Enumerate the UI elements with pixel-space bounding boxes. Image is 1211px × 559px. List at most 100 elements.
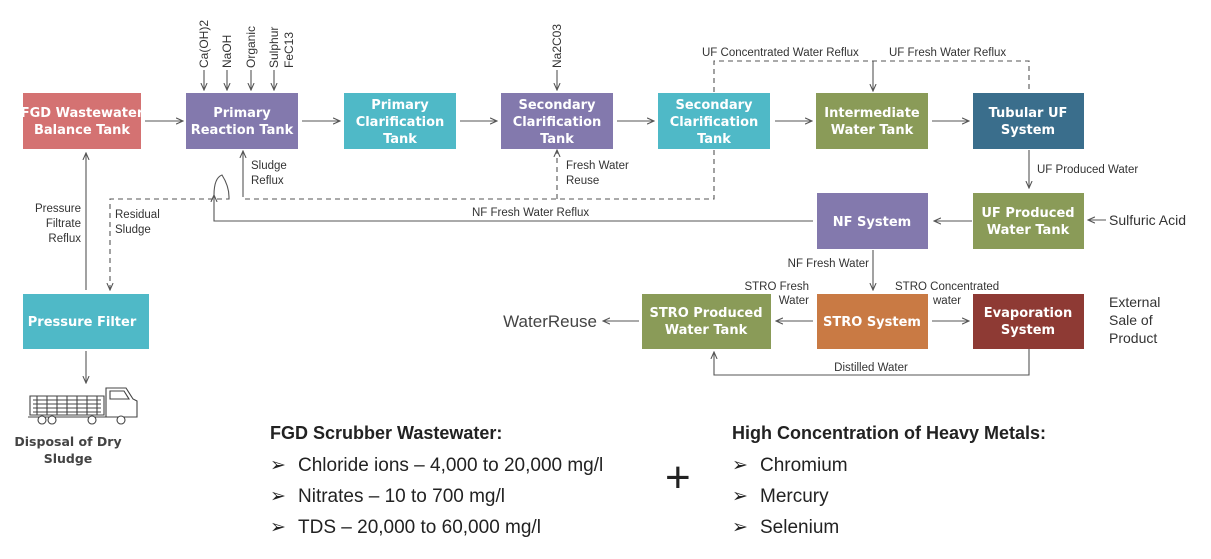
uf-concentrated-reflux-label: UF Concentrated Water Reflux: [702, 47, 859, 59]
arrow-bullet-icon: ➢: [732, 455, 748, 476]
sludge-reflux-line1: Sludge: [251, 160, 287, 172]
dashed-connectors: [110, 60, 1030, 290]
stro-fresh-water-line2: Water: [779, 295, 809, 307]
fgd-balance-tank: FGD Wastewater Balance Tank: [21, 93, 144, 149]
arrow-bullet-icon: ➢: [732, 517, 748, 538]
stro-produced-line1: STRO Produced: [649, 306, 762, 321]
disposal-line1: Disposal of Dry: [14, 434, 121, 449]
intermediate-water-tank-line2: Water Tank: [831, 123, 914, 138]
arrow-bullet-icon: ➢: [270, 517, 286, 538]
secondary-clarification-1-line2: Clarification: [513, 115, 602, 130]
distilled-water-label: Distilled Water: [834, 362, 908, 374]
list-item-text: Chloride ions – 4,000 to 20,000 mg/l: [298, 455, 604, 476]
primary-clarification-line2: Clarification: [356, 115, 445, 130]
arrow-bullet-icon: ➢: [270, 486, 286, 507]
list-item: ➢ Nitrates – 10 to 700 mg/l: [270, 481, 603, 512]
intermediate-water-tank: Intermediate Water Tank: [816, 93, 928, 149]
flow-labels: UF Concentrated Water Reflux UF Fresh Wa…: [14, 47, 1186, 466]
external-sale-line1: External: [1109, 294, 1160, 310]
external-sale-line2: Sale of: [1109, 312, 1153, 328]
fresh-water-reuse-line2: Reuse: [566, 175, 599, 187]
pressure-filtrate-line3: Reflux: [48, 233, 81, 245]
fgd-scrubber-panel: FGD Scrubber Wastewater: ➢ Chloride ions …: [270, 423, 603, 543]
chem-naoh: NaOH: [220, 35, 234, 68]
list-item-text: Chromium: [760, 455, 848, 476]
evaporation-line2: System: [1001, 323, 1055, 338]
residual-sludge-line2: Sludge: [115, 224, 151, 236]
dump-truck-icon: [28, 387, 138, 425]
uf-produced-line1: UF Produced: [981, 206, 1074, 221]
tubular-uf-system: Tubular UF System: [973, 93, 1084, 149]
intermediate-water-tank-line1: Intermediate: [824, 106, 920, 121]
uf-produced-water-label: UF Produced Water: [1037, 164, 1138, 176]
sulfuric-acid-label: Sulfuric Acid: [1109, 212, 1186, 228]
evaporation-system: Evaporation System: [973, 294, 1084, 349]
primary-reaction-tank: Primary Reaction Tank: [186, 93, 298, 149]
stro-produced-water-tank: STRO Produced Water Tank: [642, 294, 771, 349]
heavy-metals-panel: High Concentration of Heavy Metals: ➢ Chr…: [732, 423, 1046, 543]
chem-sulphur: Sulphur: [267, 27, 281, 68]
chem-caoh2: Ca(OH)2: [197, 20, 211, 68]
chem-organic: Organic: [244, 26, 258, 68]
secondary-clarification-1-line3: Tank: [540, 132, 574, 147]
list-item: ➢ Chromium: [732, 450, 1046, 481]
external-sale-line3: Product: [1109, 330, 1157, 346]
tubular-uf-line2: System: [1001, 123, 1055, 138]
list-item: ➢ TDS – 20,000 to 60,000 mg/l: [270, 512, 603, 543]
heavy-metals-list: ➢ Chromium ➢ Mercury ➢ Selenium: [732, 450, 1046, 543]
secondary-clarification-1-line1: Secondary: [518, 98, 596, 113]
stro-system: STRO System: [817, 294, 928, 349]
arrow-bullet-icon: ➢: [270, 455, 286, 476]
list-item-text: TDS – 20,000 to 60,000 mg/l: [298, 517, 541, 538]
arrow-bullet-icon: ➢: [732, 486, 748, 507]
list-item-text: Selenium: [760, 517, 840, 538]
fgd-balance-tank-line2: Balance Tank: [34, 123, 130, 138]
pressure-filtrate-line1: Pressure: [35, 203, 81, 215]
nf-system-label: NF System: [833, 215, 911, 230]
uf-produced-line2: Water Tank: [987, 223, 1070, 238]
list-item-text: Nitrates – 10 to 700 mg/l: [298, 486, 505, 507]
pressure-filtrate-line2: Filtrate: [46, 218, 81, 230]
nf-fresh-water-label: NF Fresh Water: [788, 258, 870, 270]
list-item: ➢ Selenium: [732, 512, 1046, 543]
heavy-metals-title: High Concentration of Heavy Metals:: [732, 423, 1047, 443]
secondary-clarification-tank-2: Secondary Clarification Tank: [658, 93, 770, 149]
residual-sludge-line1: Residual: [115, 209, 160, 221]
primary-clarification-line3: Tank: [383, 132, 417, 147]
secondary-clarification-2-line1: Secondary: [675, 98, 753, 113]
primary-clarification-tank: Primary Clarification Tank: [344, 93, 456, 149]
solid-connectors: [86, 61, 1106, 383]
chem-fec13: FeC13: [282, 32, 296, 68]
uf-produced-water-tank: UF Produced Water Tank: [973, 193, 1084, 249]
disposal-line2: Sludge: [44, 451, 93, 466]
chemical-labels: Ca(OH)2 NaOH Organic Sulphur FeC13 Na2C0…: [197, 20, 564, 68]
chem-na2c03: Na2C03: [550, 24, 564, 68]
tubular-uf-line1: Tubular UF: [989, 106, 1068, 121]
fgd-balance-tank-line1: FGD Wastewater: [21, 106, 144, 121]
pressure-filter: Pressure Filter: [23, 294, 149, 349]
plus-sign: +: [665, 453, 691, 502]
water-reuse-label: WaterReuse: [503, 312, 597, 331]
list-item-text: Mercury: [760, 486, 829, 507]
nf-fresh-water-reflux-label: NF Fresh Water Reflux: [472, 207, 589, 219]
secondary-clarification-tank-1: Secondary Clarification Tank: [501, 93, 613, 149]
secondary-clarification-2-line2: Clarification: [670, 115, 759, 130]
secondary-clarification-2-line3: Tank: [697, 132, 731, 147]
pressure-filter-label: Pressure Filter: [28, 315, 137, 330]
list-item: ➢ Mercury: [732, 481, 1046, 512]
primary-reaction-tank-line2: Reaction Tank: [191, 123, 294, 138]
sludge-reflux-line2: Reflux: [251, 175, 284, 187]
stro-fresh-water-line1: STRO Fresh: [744, 281, 809, 293]
stro-concentrated-line2: water: [932, 295, 961, 307]
evaporation-line1: Evaporation: [984, 306, 1072, 321]
fresh-water-reuse-line1: Fresh Water: [566, 160, 629, 172]
fgd-scrubber-title: FGD Scrubber Wastewater:: [270, 423, 503, 443]
list-item: ➢ Chloride ions – 4,000 to 20,000 mg/l: [270, 450, 603, 481]
stro-system-label: STRO System: [823, 315, 921, 330]
primary-reaction-tank-line1: Primary: [213, 106, 271, 121]
nf-system: NF System: [817, 193, 928, 249]
stro-produced-line2: Water Tank: [665, 323, 748, 338]
stro-concentrated-line1: STRO Concentrated: [895, 281, 999, 293]
